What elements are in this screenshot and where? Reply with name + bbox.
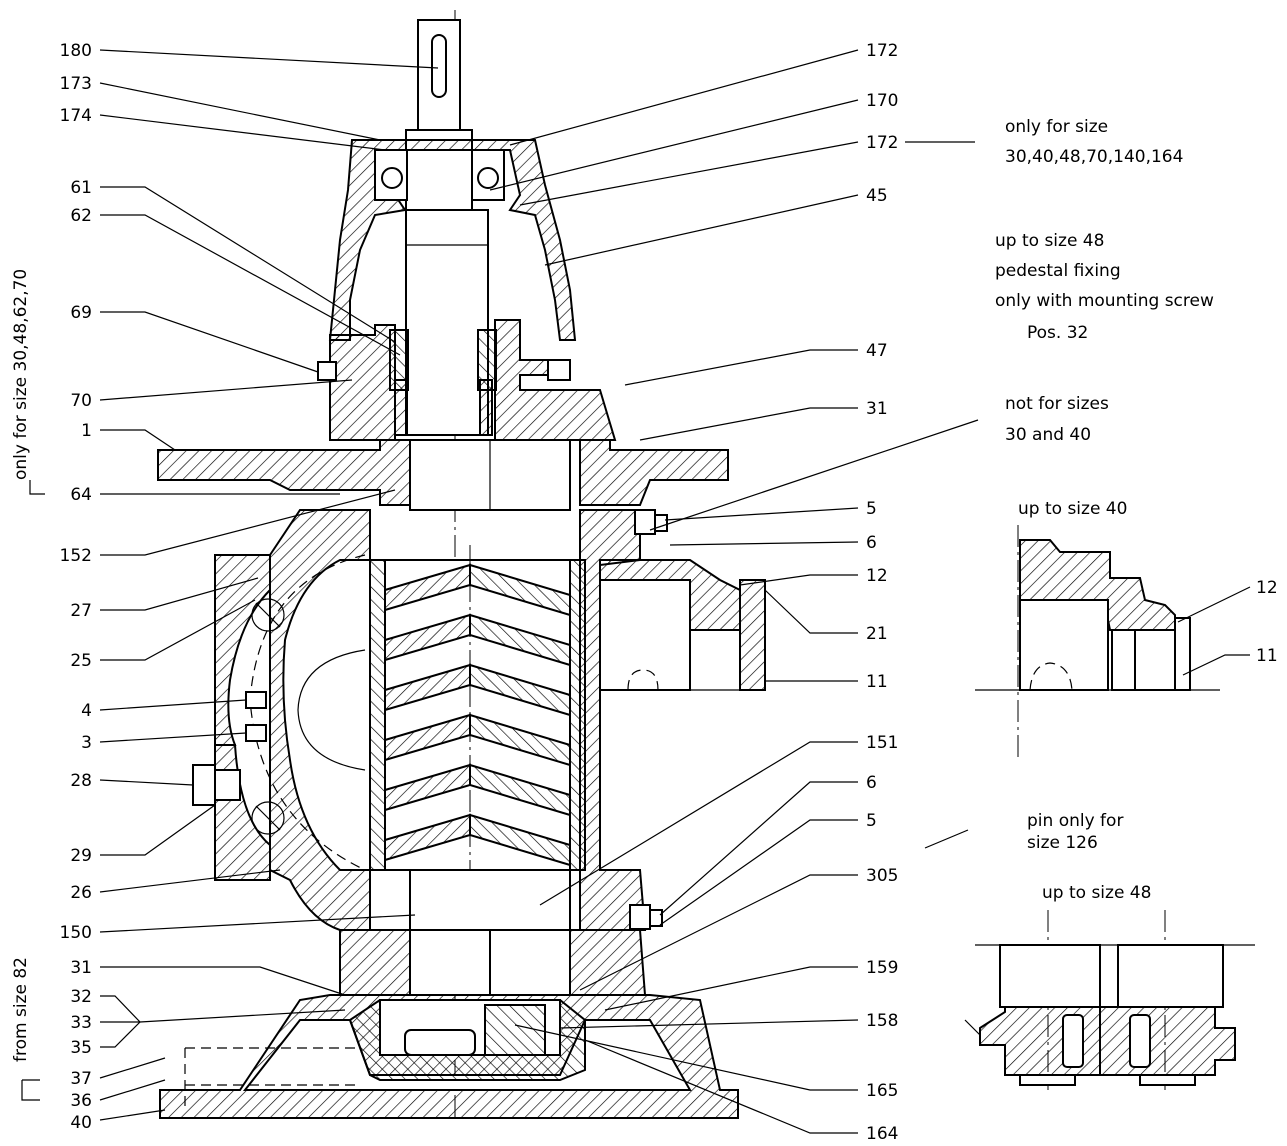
label-right: 5 (866, 499, 877, 519)
right-labels: 172 170 172 45 47 31 5 6 12 21 11 151 6 … (866, 41, 898, 1144)
side-note-bottom: from size 82 (11, 957, 31, 1062)
label-right: 12 (866, 566, 888, 586)
label-right: 11 (866, 672, 888, 692)
label-left: 32 (70, 987, 92, 1007)
note-not-for: not for sizes (1005, 394, 1109, 414)
label-left: 180 (60, 41, 92, 61)
label-left: 27 (70, 601, 92, 621)
label-right: 158 (866, 1011, 898, 1031)
label-left: 28 (70, 771, 92, 791)
label-right: 5 (866, 811, 877, 831)
leaders-right (489, 49, 1251, 1134)
label-left: 40 (70, 1113, 92, 1133)
note-pedestal: pedestal fixing (995, 261, 1121, 281)
label-left: 31 (70, 958, 92, 978)
label-right: 21 (866, 624, 888, 644)
label-left: 61 (70, 178, 92, 198)
label-left: 62 (70, 206, 92, 226)
note-size-list: 30,40,48,70,140,164 (1005, 147, 1183, 167)
side-note-top: only for size 30,48,62,70 (11, 269, 31, 480)
label-left: 26 (70, 883, 92, 903)
label-right: 165 (866, 1081, 898, 1101)
label-right: 305 (866, 866, 898, 886)
note-detail-bottom: up to size 48 (1042, 883, 1151, 903)
label-right: 170 (866, 91, 898, 111)
detail-label: 11 (1256, 646, 1278, 666)
note-size-list: only for size (1005, 117, 1108, 137)
label-right: 151 (866, 733, 898, 753)
label-right: 172 (866, 41, 898, 61)
note-pin: pin only for (1027, 811, 1123, 831)
label-right: 6 (866, 773, 877, 793)
label-left: 33 (70, 1013, 92, 1033)
label-right: 6 (866, 533, 877, 553)
label-right: 45 (866, 186, 888, 206)
side-bracket-bottom (21, 1079, 40, 1101)
side-bracket-top (29, 480, 45, 495)
label-left: 69 (70, 303, 92, 323)
label-right: 164 (866, 1124, 898, 1144)
label-left: 3 (81, 733, 92, 753)
left-labels: 180 173 174 61 62 69 70 1 64 152 27 25 4… (60, 41, 92, 1133)
label-left: 174 (60, 106, 92, 126)
note-pedestal: up to size 48 (995, 231, 1104, 251)
notes: only for size 30,40,48,70,140,164 up to … (11, 117, 1214, 1062)
screw-rotors (384, 545, 571, 895)
label-left: 36 (70, 1091, 92, 1111)
label-left: 64 (70, 485, 92, 505)
label-left: 37 (70, 1069, 92, 1089)
label-left: 152 (60, 546, 92, 566)
label-left: 150 (60, 923, 92, 943)
label-left: 173 (60, 74, 92, 94)
detail-view-bottom (975, 910, 1255, 1090)
leaders-left (99, 49, 439, 1121)
label-right: 31 (866, 399, 888, 419)
label-right: 47 (866, 341, 888, 361)
label-right: 159 (866, 958, 898, 978)
note-pedestal: only with mounting screw (995, 291, 1214, 311)
label-left: 25 (70, 651, 92, 671)
label-right: 172 (866, 133, 898, 153)
note-not-for: 30 and 40 (1005, 425, 1091, 445)
label-left: 35 (70, 1038, 92, 1058)
note-pin: size 126 (1027, 833, 1098, 853)
label-left: 70 (70, 391, 92, 411)
label-left: 4 (81, 701, 92, 721)
detail-view-top (975, 525, 1220, 758)
label-left: 1 (81, 421, 92, 441)
main-section-view (157, 10, 766, 1120)
detail-label: 12 (1256, 578, 1278, 598)
note-detail-top: up to size 40 (1018, 499, 1127, 519)
note-pedestal: Pos. 32 (1027, 323, 1088, 343)
label-left: 29 (70, 846, 92, 866)
